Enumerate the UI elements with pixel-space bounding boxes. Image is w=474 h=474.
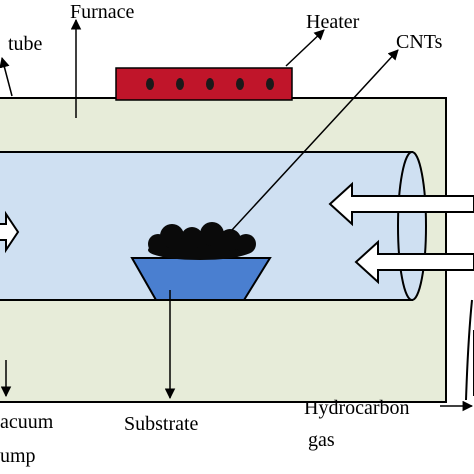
- heater-leader: [285, 29, 325, 67]
- heater-dot: [176, 78, 184, 90]
- label-furnace: Furnace: [70, 1, 135, 23]
- heater-dots: [146, 78, 274, 90]
- label-heater: Heater: [306, 11, 360, 33]
- label-substrate: Substrate: [124, 413, 199, 435]
- label-cnts: CNTs: [396, 31, 443, 53]
- gas-supply-line: [465, 299, 473, 401]
- heater-dot: [266, 78, 274, 90]
- label-vacuum-line2: ump: [0, 445, 36, 467]
- heater-dot: [146, 78, 154, 90]
- label-hydrocarbon-line1: Hydrocarbon: [304, 397, 410, 419]
- cnts-deposit: [148, 222, 256, 260]
- label-hydrocarbon-line2: gas: [308, 429, 335, 451]
- cnts-leader: [231, 49, 399, 231]
- tube-end-ellipse: [397, 151, 427, 301]
- heater: [115, 67, 293, 101]
- gas-inlet-arrow-lower: [354, 239, 474, 285]
- label-tube: tube: [8, 33, 43, 55]
- gas-outlet-arrow: [0, 210, 20, 254]
- tube-leader: [0, 56, 13, 97]
- gas-inlet-arrow-upper: [328, 181, 474, 227]
- heater-dot: [236, 78, 244, 90]
- label-vacuum-line1: acuum: [0, 411, 54, 433]
- heater-dot: [206, 78, 214, 90]
- heater-block: [115, 67, 293, 101]
